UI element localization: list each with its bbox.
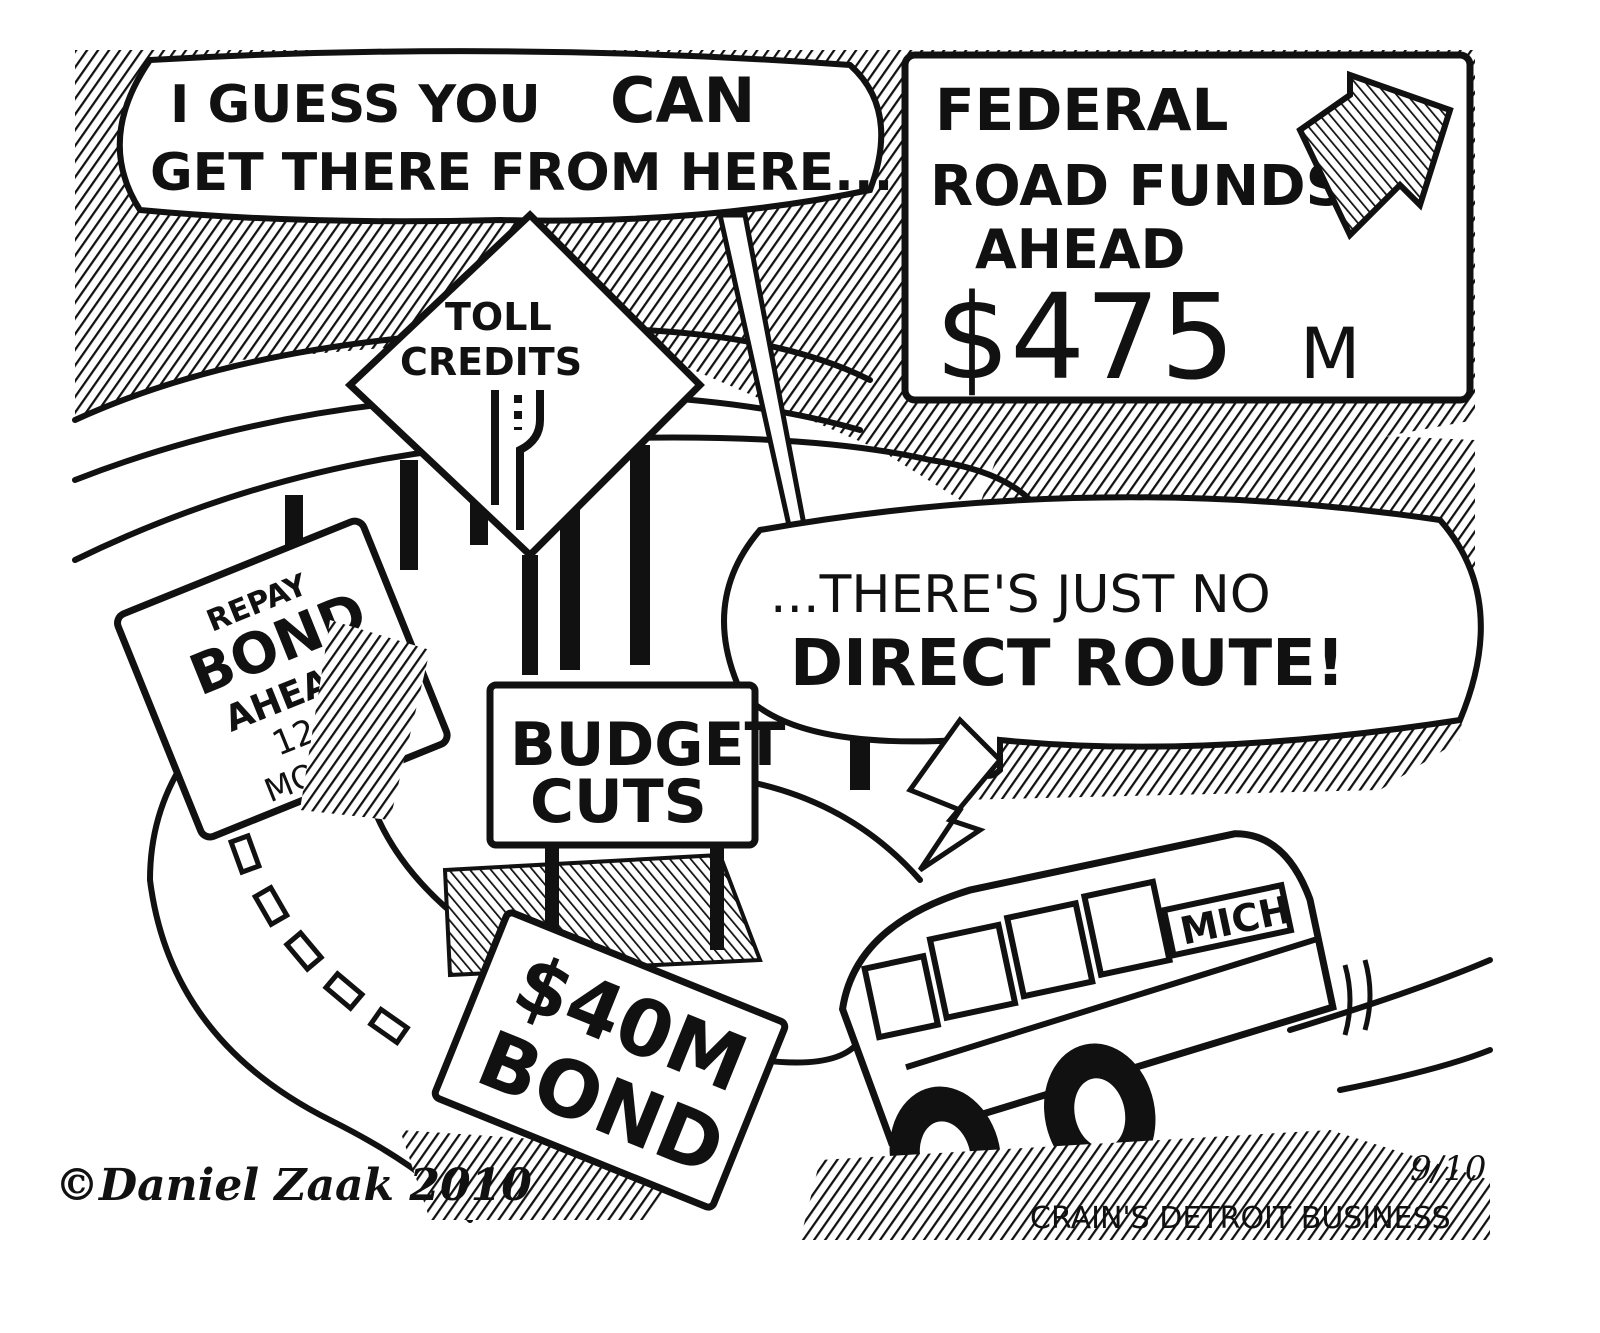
- sign-toll-line2: CREDITS: [400, 340, 582, 384]
- publisher-credit: CRAIN'S DETROIT BUSINESS: [1030, 1201, 1451, 1236]
- bubble-bottom-line2: DIRECT ROUTE!: [790, 627, 1345, 701]
- bubble-top-line2: GET THERE FROM HERE...: [150, 143, 893, 203]
- sign-40m-bond: $40M BOND: [431, 909, 789, 1211]
- ground-hatching: [800, 1130, 1490, 1240]
- sign-federal-line3: AHEAD: [975, 218, 1186, 281]
- van-plate: [1160, 881, 1295, 959]
- bubble-top-line1-prefix: I GUESS YOU: [170, 75, 541, 135]
- arrow-up-right-icon: [1296, 70, 1454, 241]
- speech-bubble-bottom-pointer: [906, 716, 1004, 873]
- sign-federal-line1: FEDERAL: [935, 76, 1229, 144]
- sign-budget-post-right: [710, 840, 724, 950]
- sign-federal-line2: ROAD FUNDS: [930, 154, 1346, 219]
- lane-merge-icon: [491, 390, 544, 530]
- motion-lines: [1342, 959, 1373, 1036]
- van-windows: [861, 878, 1174, 1041]
- sign-budget-cuts: [486, 681, 759, 849]
- sign-federal-amount: $475: [935, 268, 1235, 406]
- sign-budget-line2: CUTS: [530, 767, 707, 837]
- sign-toll-line1: TOLL: [445, 295, 552, 339]
- bubble-top-line1-emphasis: CAN: [610, 64, 755, 137]
- speech-bubble-top: [116, 48, 885, 225]
- sign-repay-shadow: [300, 620, 430, 820]
- lane-dashes: [227, 832, 411, 1047]
- date-mark: 9/10: [1410, 1149, 1486, 1189]
- artist-signature: ©Daniel Zaak 2010: [55, 1160, 532, 1211]
- sign-toll-post: [522, 555, 538, 675]
- sign-federal-unit: M: [1300, 313, 1360, 395]
- sign-budget-line1: BUDGET: [510, 710, 785, 780]
- bubble-bottom-line1: ...THERE'S JUST NO: [770, 565, 1271, 625]
